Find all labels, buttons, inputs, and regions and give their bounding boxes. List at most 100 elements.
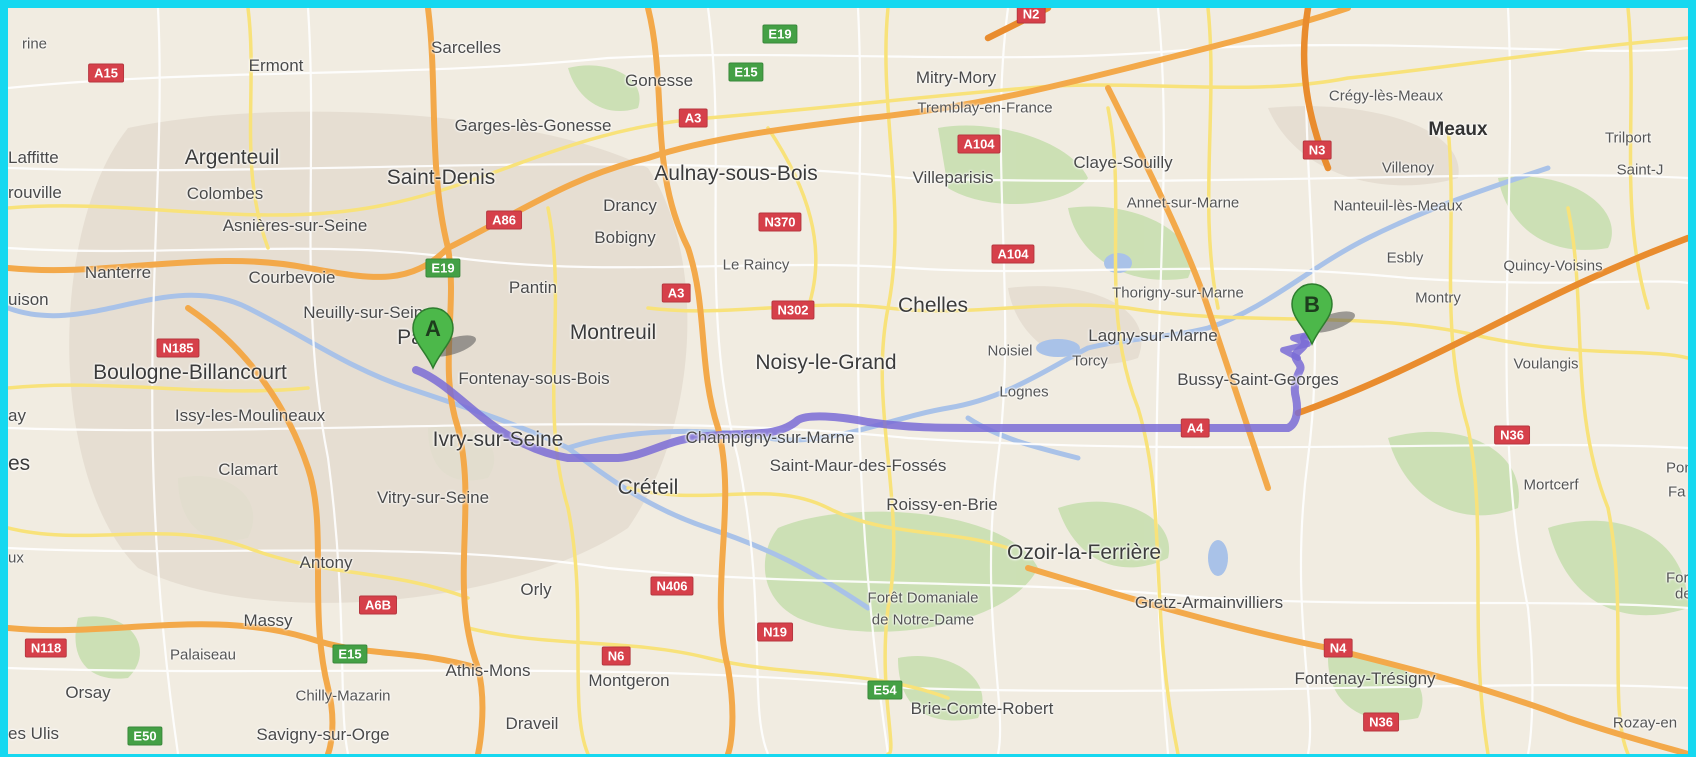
place-label: Orsay <box>65 683 111 702</box>
place-label: Le Raincy <box>722 256 790 274</box>
road-shield: N118 <box>24 638 68 658</box>
place-label: Chelles <box>897 294 969 317</box>
place-label: Esbly <box>1386 249 1424 267</box>
place-label: Voulangis <box>1513 355 1579 373</box>
road-shield: N6 <box>601 646 631 666</box>
place-label: Palaiseau <box>170 646 236 664</box>
place-label: Drancy <box>603 196 657 215</box>
place-label: Savigny-sur-Orge <box>256 725 390 744</box>
place-label: Athis-Mons <box>445 661 531 680</box>
place-label: Crégy-lès-Meaux <box>1328 87 1444 105</box>
road-shield: A3 <box>678 108 708 128</box>
place-label: Forêt Domaniale <box>867 589 979 607</box>
place-label: Boulogne-Billancourt <box>93 361 287 384</box>
road-shield: N2 <box>1016 8 1046 24</box>
place-label: rine <box>22 35 48 53</box>
road-shield: N370 <box>758 212 802 232</box>
place-label: Issy-les-Moulineaux <box>174 406 326 425</box>
place-label: Créteil <box>617 476 679 499</box>
place-label: Gretz-Armainvilliers <box>1134 593 1284 612</box>
place-label: Laffitte <box>8 148 59 167</box>
place-label: Mortcerf <box>1523 476 1579 494</box>
place-label: Fore <box>1666 569 1688 587</box>
place-label: Colombes <box>186 184 264 203</box>
place-label: Massy <box>243 611 293 630</box>
route-end-segment <box>1280 331 1316 361</box>
place-label: ay <box>8 406 26 425</box>
place-label: Bussy-Saint-Georges <box>1177 370 1339 389</box>
place-label: Saint-Maur-des-Fossés <box>769 456 947 475</box>
place-label: Annet-sur-Marne <box>1126 194 1240 212</box>
marker-b-label: B <box>1304 292 1320 317</box>
place-label: Tremblay-en-France <box>917 99 1053 117</box>
place-label: Chilly-Mazarin <box>295 687 391 705</box>
road-shield: E19 <box>425 258 461 278</box>
place-label: es <box>8 452 31 475</box>
place-label: Ermont <box>248 56 304 75</box>
place-label: de <box>1675 585 1688 603</box>
road-shield: N302 <box>771 300 815 320</box>
road-shield: E19 <box>762 24 798 44</box>
place-label: Nanterre <box>84 263 152 282</box>
place-label: Bobigny <box>594 228 656 247</box>
place-label: Noisiel <box>987 342 1033 360</box>
place-label: Roissy-en-Brie <box>886 495 998 514</box>
place-label: Villenoy <box>1381 159 1435 177</box>
road-shield: E54 <box>867 680 903 700</box>
road-shield: A3 <box>661 283 691 303</box>
place-label: uison <box>8 290 49 309</box>
road-shield: N36 <box>1363 712 1399 732</box>
place-label: Fa <box>1668 483 1686 501</box>
road-shield: N4 <box>1323 638 1353 658</box>
road-shield: E50 <box>127 726 163 746</box>
place-label: Montgeron <box>588 671 670 690</box>
place-label: Lagny-sur-Marne <box>1088 326 1218 345</box>
place-label: Gonesse <box>624 71 694 90</box>
road-shield: A4 <box>1180 418 1210 438</box>
road-shield: E15 <box>728 62 764 82</box>
place-label: Trilport <box>1604 129 1652 147</box>
place-label: Noisy-le-Grand <box>755 351 897 374</box>
place-label: es Ulis <box>8 724 60 743</box>
place-label: Montry <box>1415 289 1461 307</box>
place-label: Quincy-Voisins <box>1503 257 1603 275</box>
marker-a-pin[interactable]: A <box>411 306 476 370</box>
place-label: Nanteuil-lès-Meaux <box>1333 197 1463 215</box>
place-label: Thorigny-sur-Marne <box>1112 284 1244 302</box>
place-label: Montreuil <box>569 321 657 344</box>
place-label: Antony <box>299 553 353 572</box>
place-label: Clamart <box>218 460 278 479</box>
place-label: Rozay-en <box>1612 714 1678 732</box>
place-label: Ivry-sur-Seine <box>432 428 564 451</box>
place-label: rouville <box>8 183 62 202</box>
place-label: Pantin <box>508 278 558 297</box>
place-label: Champigny-sur-Marne <box>685 428 855 447</box>
place-label: Argenteuil <box>184 146 280 169</box>
marker-a-label: A <box>425 316 441 341</box>
place-label: Saint-J <box>1616 161 1664 179</box>
road-shield: N36 <box>1494 425 1530 445</box>
place-label: Fontenay-sous-Bois <box>458 369 610 388</box>
route-line <box>412 334 1309 462</box>
road-shield: A15 <box>88 63 124 83</box>
pin-icon: A <box>412 307 476 370</box>
pin-icon: B <box>1291 283 1355 346</box>
place-label: Fontenay-Trésigny <box>1294 669 1436 688</box>
place-label: Courbevoie <box>248 268 336 287</box>
place-label: Garges-lès-Gonesse <box>454 116 612 135</box>
place-label: Neuilly-sur-Seine <box>303 303 433 322</box>
place-label: Draveil <box>505 714 559 733</box>
road-shield: N3 <box>1302 140 1332 160</box>
road-shield: A104 <box>957 134 1001 154</box>
road-shield: A6B <box>358 595 398 615</box>
place-label: ux <box>8 549 24 567</box>
marker-b-pin[interactable]: B <box>1290 282 1355 346</box>
place-label: Mitry-Mory <box>915 68 997 87</box>
place-label: Lognes <box>999 383 1049 401</box>
place-label: Meaux <box>1428 119 1488 140</box>
map-base-layer <box>8 8 1688 754</box>
road-shield: N19 <box>757 622 793 642</box>
place-label: Sarcelles <box>431 38 501 57</box>
place-label: de Notre-Dame <box>871 611 975 629</box>
